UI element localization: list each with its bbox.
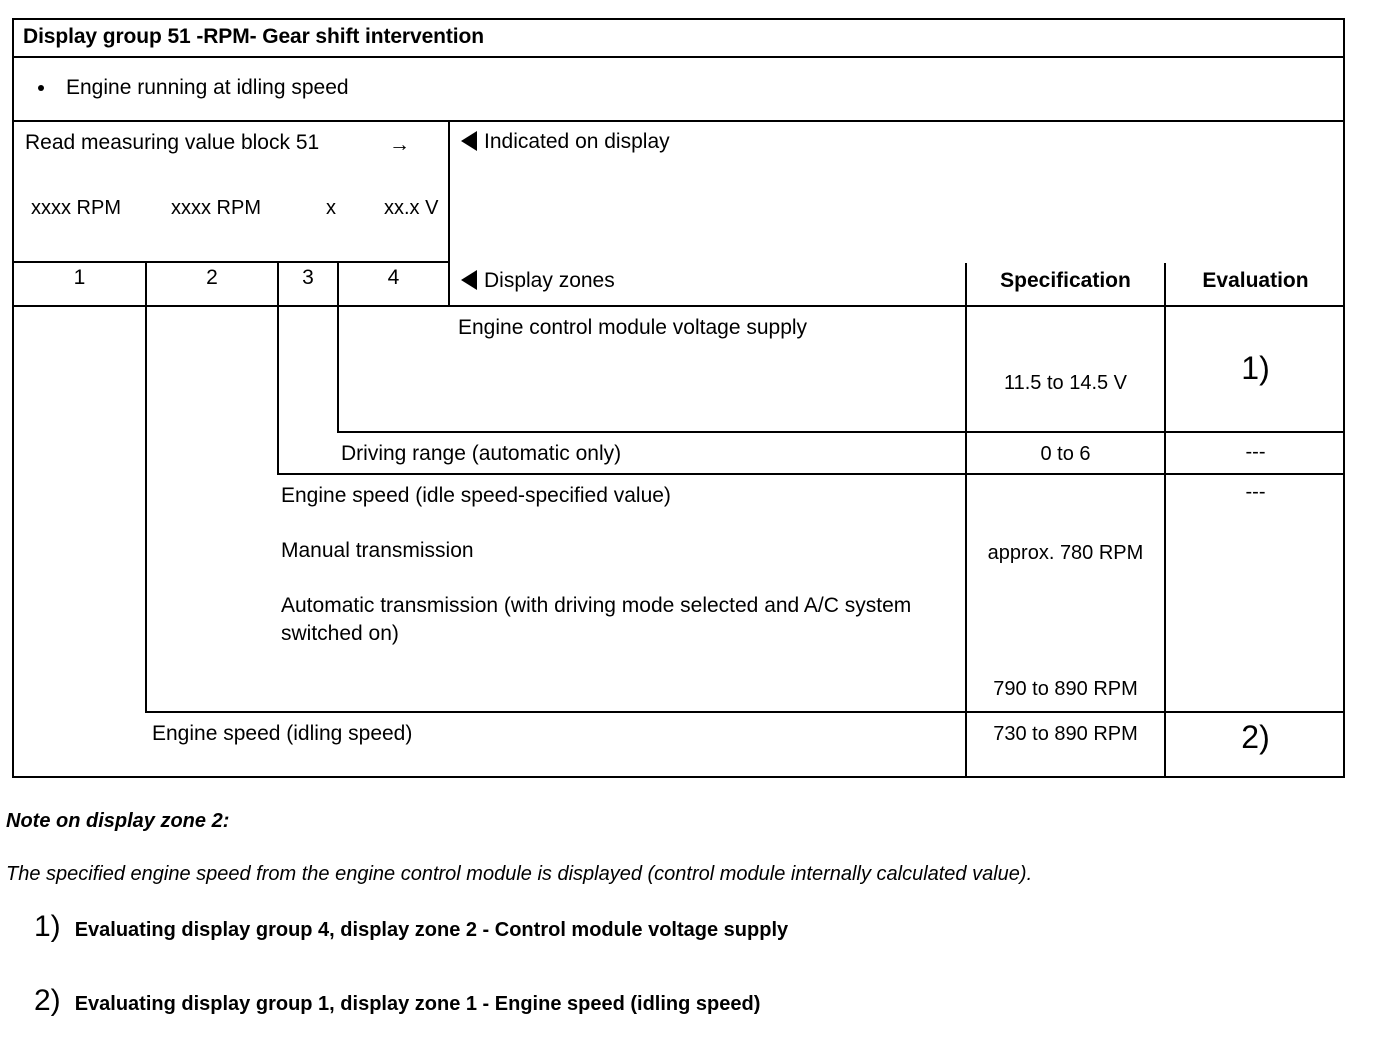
divider-zone-4	[448, 263, 450, 307]
rule-under-title	[12, 56, 1345, 58]
footnote-2: 2) Evaluating display group 1, display z…	[34, 984, 760, 1018]
rule-under-mvb	[12, 261, 448, 263]
arrow-right-icon: →	[389, 133, 410, 156]
row-label-engine-speed-specified: Engine speed (idle speed-specified value…	[281, 484, 671, 507]
divider-zone-3	[337, 263, 339, 433]
row-label-idling-speed: Engine speed (idling speed)	[152, 722, 413, 745]
specification-header: Specification	[1000, 269, 1131, 292]
measuring-value-field-4: xx.x V	[384, 197, 439, 219]
divider-mvb-right	[448, 120, 450, 263]
rule-above-idling-speed	[145, 711, 1345, 713]
rule-under-condition	[12, 120, 1345, 122]
footnote-2-text: Evaluating display group 1, display zone…	[74, 993, 761, 1015]
spec-value-voltage-supply: 11.5 to 14.5 V	[1003, 372, 1128, 394]
rule-above-driving-range	[337, 431, 1345, 433]
spec-value-manual-transmission: approx. 780 RPM	[987, 542, 1144, 564]
row-label-driving-range: Driving range (automatic only)	[341, 442, 622, 465]
row-label-manual-transmission: Manual transmission	[281, 539, 474, 562]
note-heading: Note on display zone 2:	[6, 810, 230, 832]
eval-value-idling-speed: 2)	[1241, 719, 1270, 755]
eval-value-voltage-supply: 1)	[1241, 350, 1270, 386]
measuring-value-field-3: x	[326, 197, 336, 219]
rule-under-zone-headers	[12, 305, 1345, 307]
spec-value-idling-speed: 730 to 890 RPM	[993, 723, 1138, 745]
footnote-1-text: Evaluating display group 4, display zone…	[74, 919, 789, 941]
evaluation-header: Evaluation	[1202, 269, 1309, 292]
condition-label: Engine running at idling speed	[66, 76, 349, 99]
zone-number-2: 2	[206, 266, 218, 289]
divider-specification	[965, 263, 967, 778]
measuring-value-field-2: xxxx RPM	[171, 197, 261, 219]
display-zones-header: Display zones	[461, 269, 615, 293]
bullet-icon	[38, 85, 44, 91]
measuring-value-row: xxxx RPM xxxx RPM x xx.x V	[31, 197, 438, 220]
row-label-voltage-supply: Engine control module voltage supply	[458, 316, 808, 339]
indicated-on-display-label: Indicated on display	[484, 130, 670, 153]
zone-number-1: 1	[73, 266, 86, 289]
footnote-2-marker: 2)	[34, 984, 61, 1017]
eval-value-driving-range: ---	[1245, 441, 1266, 463]
measuring-value-block-cell: Read measuring value block 51 → xxxx RPM…	[14, 122, 448, 261]
spec-value-driving-range: 0 to 6	[1040, 443, 1091, 465]
indicated-on-display-cell: Indicated on display	[461, 130, 670, 154]
rule-below-driving-range	[277, 473, 1345, 475]
footnote-1-marker: 1)	[34, 910, 61, 943]
display-zones-label: Display zones	[484, 269, 615, 292]
divider-zone-2	[277, 263, 279, 475]
table-title-row: Display group 51 -RPM- Gear shift interv…	[12, 18, 1345, 56]
row-label-automatic-transmission: Automatic transmission (with driving mod…	[281, 594, 912, 645]
triangle-left-icon	[461, 131, 477, 151]
measuring-value-field-1: xxxx RPM	[31, 197, 121, 219]
divider-evaluation	[1164, 263, 1166, 778]
footnote-1: 1) Evaluating display group 4, display z…	[34, 910, 788, 944]
zone-number-4: 4	[387, 266, 400, 289]
note-body: The specified engine speed from the engi…	[6, 863, 1033, 885]
condition-row: Engine running at idling speed	[12, 56, 1345, 120]
specification-table	[12, 18, 1345, 778]
spec-value-automatic-transmission: 790 to 890 RPM	[993, 678, 1138, 700]
read-measuring-value-block-label: Read measuring value block 51	[25, 131, 320, 154]
zone-number-3: 3	[302, 266, 314, 289]
page-title: Display group 51 -RPM- Gear shift interv…	[23, 25, 484, 48]
divider-zone-1	[145, 263, 147, 713]
triangle-left-icon	[461, 270, 477, 290]
eval-value-engine-speed-specified: ---	[1245, 481, 1266, 503]
